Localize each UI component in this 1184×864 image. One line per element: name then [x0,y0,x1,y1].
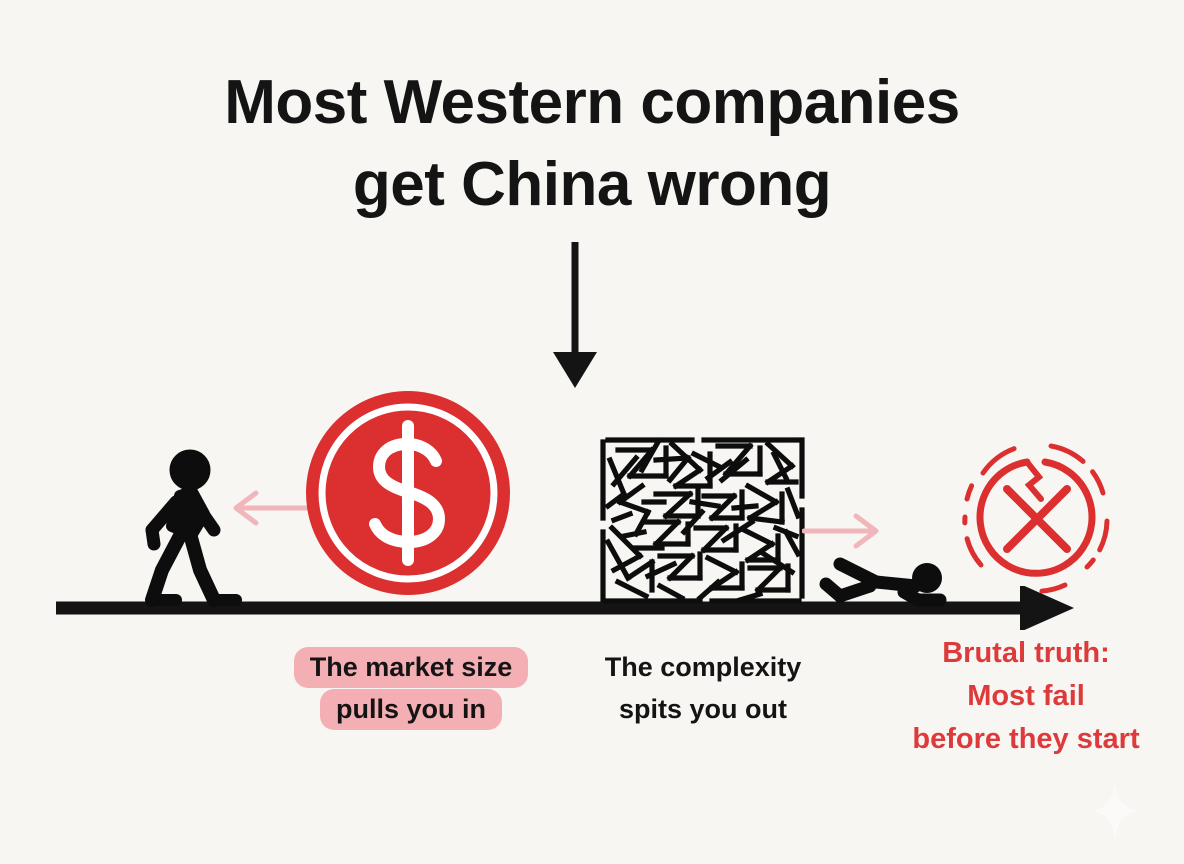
walking-person-icon [140,448,260,608]
caption-brutal-truth: Brutal truth: Most fail before they star… [868,632,1184,761]
timeline-axis [50,584,1080,632]
caption-complexity: The complexity spits you out [575,646,831,730]
caption-brutal-line-2: Most fail [967,680,1085,712]
caption-complexity-line-2: spits you out [619,694,787,724]
caption-market-line-2: pulls you in [268,688,554,730]
caption-market-line-1: The market size [268,646,554,688]
down-arrow-icon [543,240,607,390]
fallen-person-icon [818,552,948,614]
caption-brutal-line-3: before they start [912,723,1140,755]
arrow-left-icon [228,485,311,531]
broken-circle-x-icon [955,437,1117,599]
page-title: Most Western companies get China wrong [224,68,960,220]
sparkle-icon [1092,782,1138,840]
caption-complexity-line-1: The complexity [604,652,802,682]
caption-brutal-line-1: Brutal truth: [942,637,1110,669]
maze-icon [600,436,805,604]
arrow-right-icon [801,508,884,554]
dollar-coin-icon [303,388,513,598]
caption-market-size: The market size pulls you in [268,646,554,730]
